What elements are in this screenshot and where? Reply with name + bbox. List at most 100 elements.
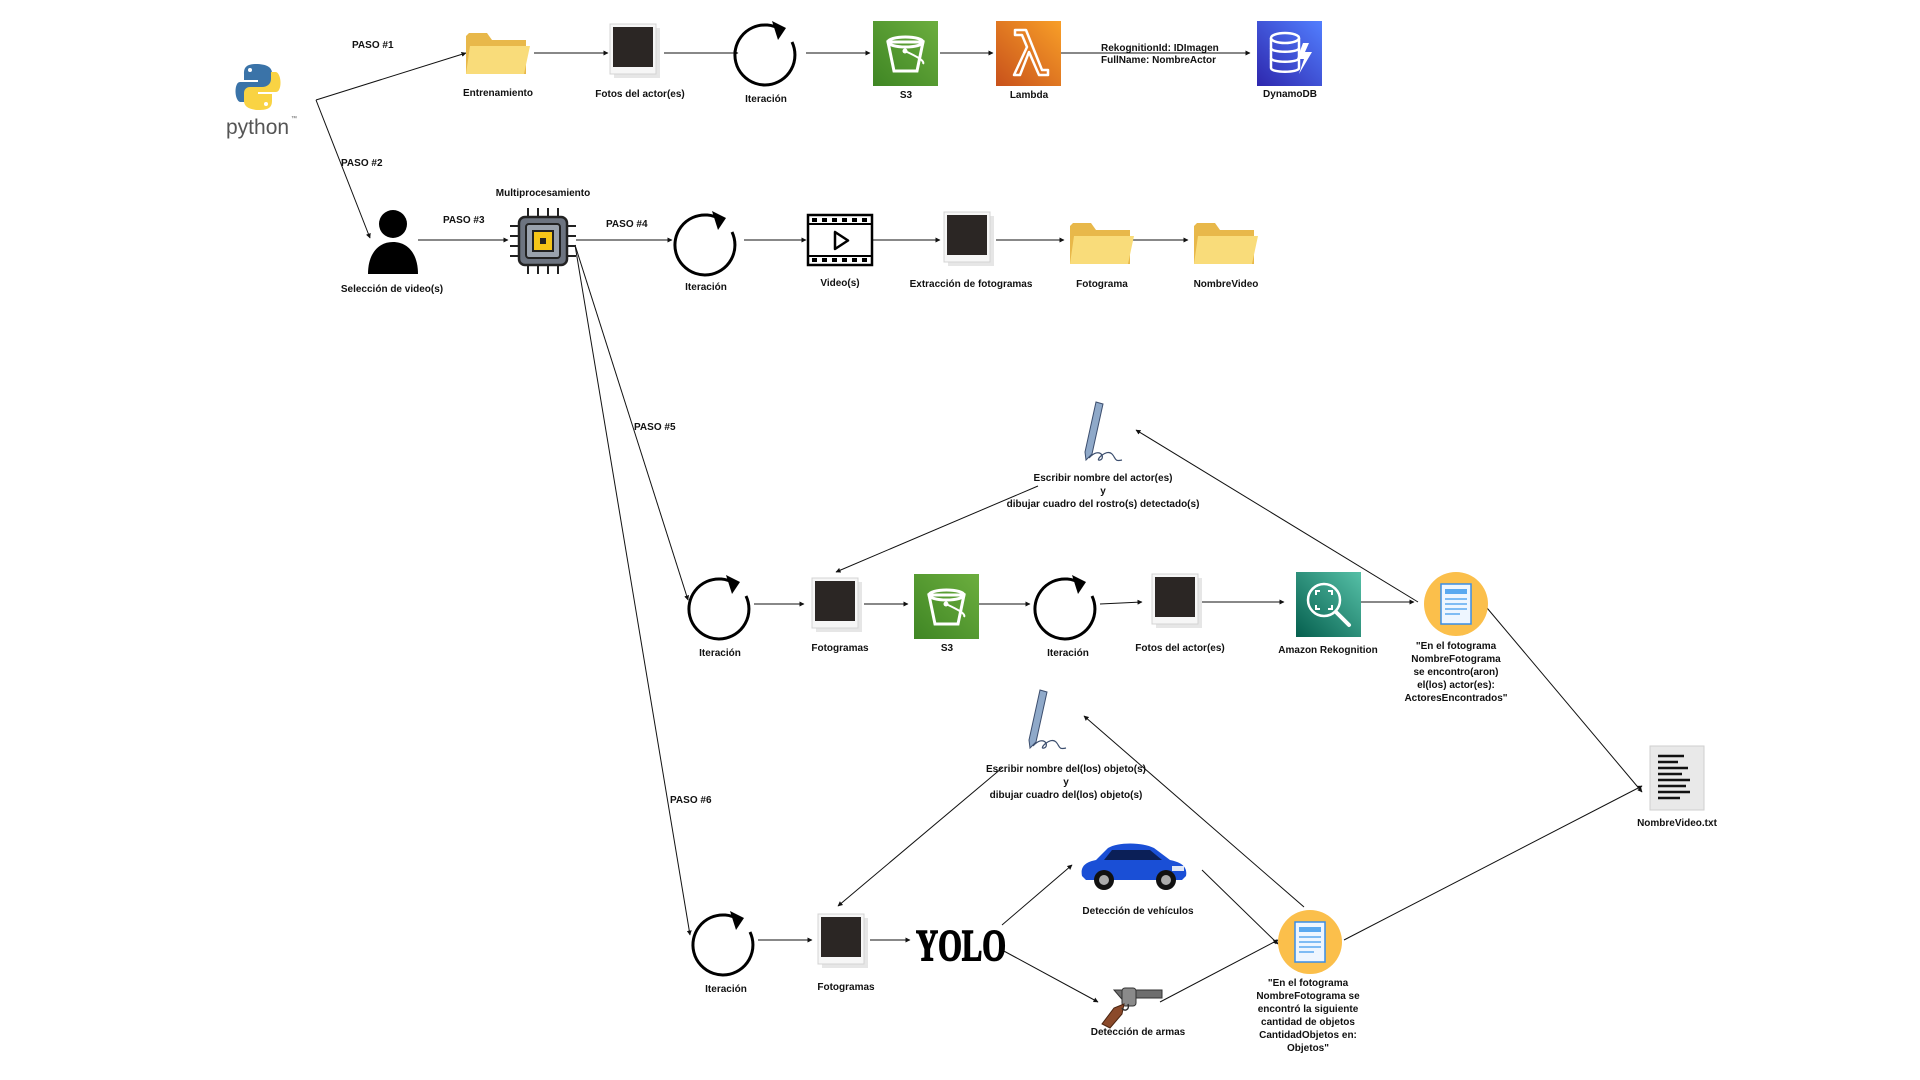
frames-label: Fotogramas <box>811 643 869 654</box>
edge-label-rekognition-id: RekognitionId: IDImagen <box>1101 43 1219 54</box>
face-result-line: ActoresEncontrados" <box>1404 693 1507 704</box>
edge-r4-vehicles-result <box>1201 869 1279 945</box>
face-result-line: NombreFotograma <box>1411 654 1501 665</box>
edges <box>315 50 1643 1003</box>
pen-icon <box>1028 689 1067 750</box>
iteration-label: Iteración <box>705 984 747 995</box>
edge-chip-row3 <box>574 244 690 601</box>
iteration-label: Iteración <box>685 282 727 293</box>
write-actor-line-2: y <box>1100 486 1106 497</box>
edge-r4-weapons <box>1001 949 1099 1003</box>
iteration-icon <box>691 909 755 977</box>
object-result-line: CantidadObjetos en: <box>1259 1030 1357 1041</box>
iteration-label: Iteración <box>699 648 741 659</box>
face-result-line: se encontro(aron) <box>1413 667 1498 678</box>
object-result-text: "En el fotograma NombreFotograma se enco… <box>1256 978 1360 1054</box>
folder-icon <box>1194 223 1258 264</box>
row-2-video-processing: Selección de video(s) Multiprocesamiento… <box>341 188 1259 295</box>
s3-label: S3 <box>900 90 913 101</box>
frame-extraction-label: Extracción de fotogramas <box>910 279 1033 290</box>
yolo-logo: YOLO <box>915 920 1007 971</box>
s3-bucket-icon <box>871 19 940 88</box>
actor-photos-label: Fotos del actor(es) <box>1135 643 1224 654</box>
photo-icon <box>1151 573 1203 629</box>
edge-r3-feedback-down <box>835 485 1039 573</box>
iteration-icon <box>687 573 751 641</box>
object-result-line: NombreFotograma se <box>1256 991 1360 1002</box>
vehicle-detection-label: Detección de vehículos <box>1082 906 1194 917</box>
videos-label: Video(s) <box>820 278 859 289</box>
row-4-object-detection: Escribir nombre del(los) objeto(s) y dib… <box>691 689 1360 1054</box>
photo-icon <box>609 23 661 79</box>
video-folder-label: NombreVideo <box>1194 279 1259 290</box>
step-label-2: PASO #2 <box>341 158 383 169</box>
python-logo-icon <box>235 64 281 110</box>
iteration-icon <box>733 19 797 87</box>
edge-r4-weapons-result <box>1159 939 1279 1003</box>
iteration-label-2: Iteración <box>1047 648 1089 659</box>
object-result-line: cantidad de objetos <box>1261 1017 1355 1028</box>
write-object-line-2: y <box>1063 777 1069 788</box>
edge-r4-feedback-up <box>1083 715 1305 908</box>
dynamodb-label: DynamoDB <box>1263 89 1317 100</box>
user-icon <box>368 210 418 274</box>
rekognition-label: Amazon Rekognition <box>1278 645 1377 656</box>
car-icon <box>1081 843 1187 890</box>
dynamodb-icon <box>1257 21 1322 86</box>
frame-folder-label: Fotograma <box>1076 279 1128 290</box>
write-object-line-3: dibujar cuadro del(los) objeto(s) <box>990 790 1143 801</box>
multiprocessing-label: Multiprocesamiento <box>496 188 590 199</box>
photo-icon <box>817 913 869 969</box>
output-file-label: NombreVideo.txt <box>1637 818 1717 829</box>
row-1-training: Entrenamiento Fotos del actor(es) Iterac… <box>463 19 1322 105</box>
lambda-icon <box>996 21 1061 86</box>
python-logo-text: python <box>226 116 289 139</box>
weapon-detection-label: Detección de armas <box>1091 1027 1186 1038</box>
video-selection-label: Selección de video(s) <box>341 284 443 295</box>
photo-icon <box>943 211 995 267</box>
edge-r4-feedback-down <box>837 767 1003 907</box>
iteration-label: Iteración <box>745 94 787 105</box>
iteration-icon <box>1033 573 1097 641</box>
document-icon <box>1277 909 1343 975</box>
edge-chip-row4 <box>574 244 692 936</box>
step-label-1: PASO #1 <box>352 40 394 51</box>
write-actor-line-1: Escribir nombre del actor(es) <box>1034 473 1173 484</box>
s3-bucket-icon <box>912 572 981 641</box>
video-play-icon <box>806 213 874 267</box>
python-logo-tm: ™ <box>291 115 297 122</box>
edge-python-training <box>315 51 467 101</box>
iteration-icon <box>673 209 737 277</box>
edge-label-full-name: FullName: NombreActor <box>1101 55 1216 66</box>
step-label-4: PASO #4 <box>606 219 648 230</box>
revolver-icon <box>1101 987 1163 1029</box>
photo-icon <box>811 577 863 633</box>
folder-icon <box>466 33 530 74</box>
step-label-6: PASO #6 <box>670 795 712 806</box>
document-icon <box>1423 571 1489 637</box>
row-3-face-recognition: Escribir nombre del actor(es) y dibujar … <box>687 401 1508 704</box>
step-labels: PASO #1 PASO #2 PASO #3 PASO #4 PASO #5 … <box>341 40 712 806</box>
object-result-line: "En el fotograma <box>1268 978 1349 989</box>
object-result-line: encontró la siguiente <box>1258 1004 1359 1015</box>
step-label-3: PASO #3 <box>443 215 485 226</box>
face-result-line: el(los) actor(es): <box>1417 680 1495 691</box>
edge-r4-output <box>1343 785 1643 941</box>
yolo-logo-text: YOLO <box>916 921 1006 970</box>
edge-r4-vehicles <box>1001 864 1073 926</box>
step-label-5: PASO #5 <box>634 422 676 433</box>
edge-python-user <box>315 99 371 239</box>
edge-r3-feedback-up <box>1135 429 1419 603</box>
frames-label: Fotogramas <box>817 982 875 993</box>
face-result-text: "En el fotograma NombreFotograma se enco… <box>1404 641 1507 704</box>
lambda-label: Lambda <box>1010 90 1049 101</box>
text-file-icon <box>1649 745 1705 811</box>
edge-r3-output <box>1481 601 1643 793</box>
folder-icon <box>1070 223 1134 264</box>
object-result-line: Objetos" <box>1287 1043 1329 1054</box>
s3-label: S3 <box>941 643 954 654</box>
face-result-line: "En el fotograma <box>1416 641 1497 652</box>
write-actor-line-3: dibujar cuadro del rostro(s) detectado(s… <box>1007 499 1200 510</box>
training-label: Entrenamiento <box>463 88 533 99</box>
